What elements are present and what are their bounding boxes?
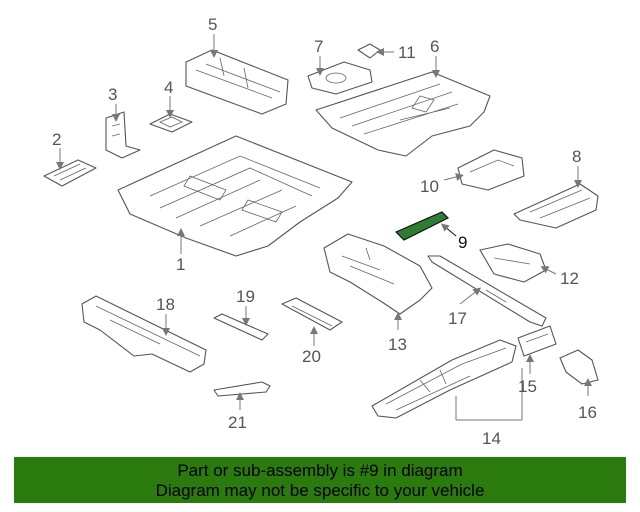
callout-17: 17 (448, 309, 467, 328)
callout-16: 16 (578, 403, 597, 422)
callout-6: 6 (430, 37, 439, 56)
part-2[interactable] (43, 159, 97, 187)
callout-13: 13 (388, 335, 407, 354)
part-3-bracket[interactable] (105, 111, 141, 159)
callout-12: 12 (560, 269, 579, 288)
banner-line-2: Diagram may not be specific to your vehi… (155, 481, 485, 500)
part-14-rear-rail[interactable] (371, 339, 517, 419)
callout-15: 15 (518, 377, 537, 396)
part-21-link[interactable] (213, 381, 271, 397)
part-7[interactable] (307, 61, 373, 95)
info-banner: Part or sub-assembly is #9 in diagram Di… (14, 457, 626, 503)
callout-1: 1 (176, 255, 185, 274)
banner-line-1: Part or sub-assembly is #9 in diagram (177, 461, 463, 480)
part-16[interactable] (559, 349, 599, 385)
callout-10: 10 (420, 177, 439, 196)
part-18-side-rail[interactable] (81, 295, 207, 373)
part-9-highlighted[interactable] (394, 211, 450, 241)
part-10[interactable] (457, 149, 525, 191)
callout-19: 19 (236, 287, 255, 306)
part-8[interactable] (513, 183, 599, 229)
callout-21: 21 (228, 413, 247, 432)
part-19[interactable] (213, 313, 269, 341)
callout-7: 7 (314, 37, 323, 56)
callout-9: 9 (458, 233, 467, 252)
callout-18: 18 (156, 295, 175, 314)
callout-3: 3 (108, 85, 117, 104)
parts-diagram: 1 2 3 4 5 7 11 6 (43, 15, 599, 448)
callout-14: 14 (482, 429, 501, 448)
part-11-clip[interactable] (357, 43, 381, 59)
part-1-floor-pan[interactable] (117, 135, 353, 257)
callout-11: 11 (398, 43, 416, 62)
part-5-crossmember[interactable] (185, 49, 289, 115)
part-13[interactable] (323, 233, 433, 315)
part-4[interactable] (149, 113, 193, 133)
part-20[interactable] (281, 297, 343, 331)
callout-20: 20 (302, 347, 321, 366)
callout-2: 2 (52, 130, 61, 149)
callout-5: 5 (208, 15, 217, 34)
callout-8: 8 (572, 147, 581, 166)
callout-4: 4 (164, 78, 173, 97)
part-15[interactable] (517, 325, 557, 357)
part-17-brace[interactable] (427, 255, 547, 327)
part-12[interactable] (479, 243, 547, 283)
part-6-rear-floor[interactable] (315, 71, 491, 157)
